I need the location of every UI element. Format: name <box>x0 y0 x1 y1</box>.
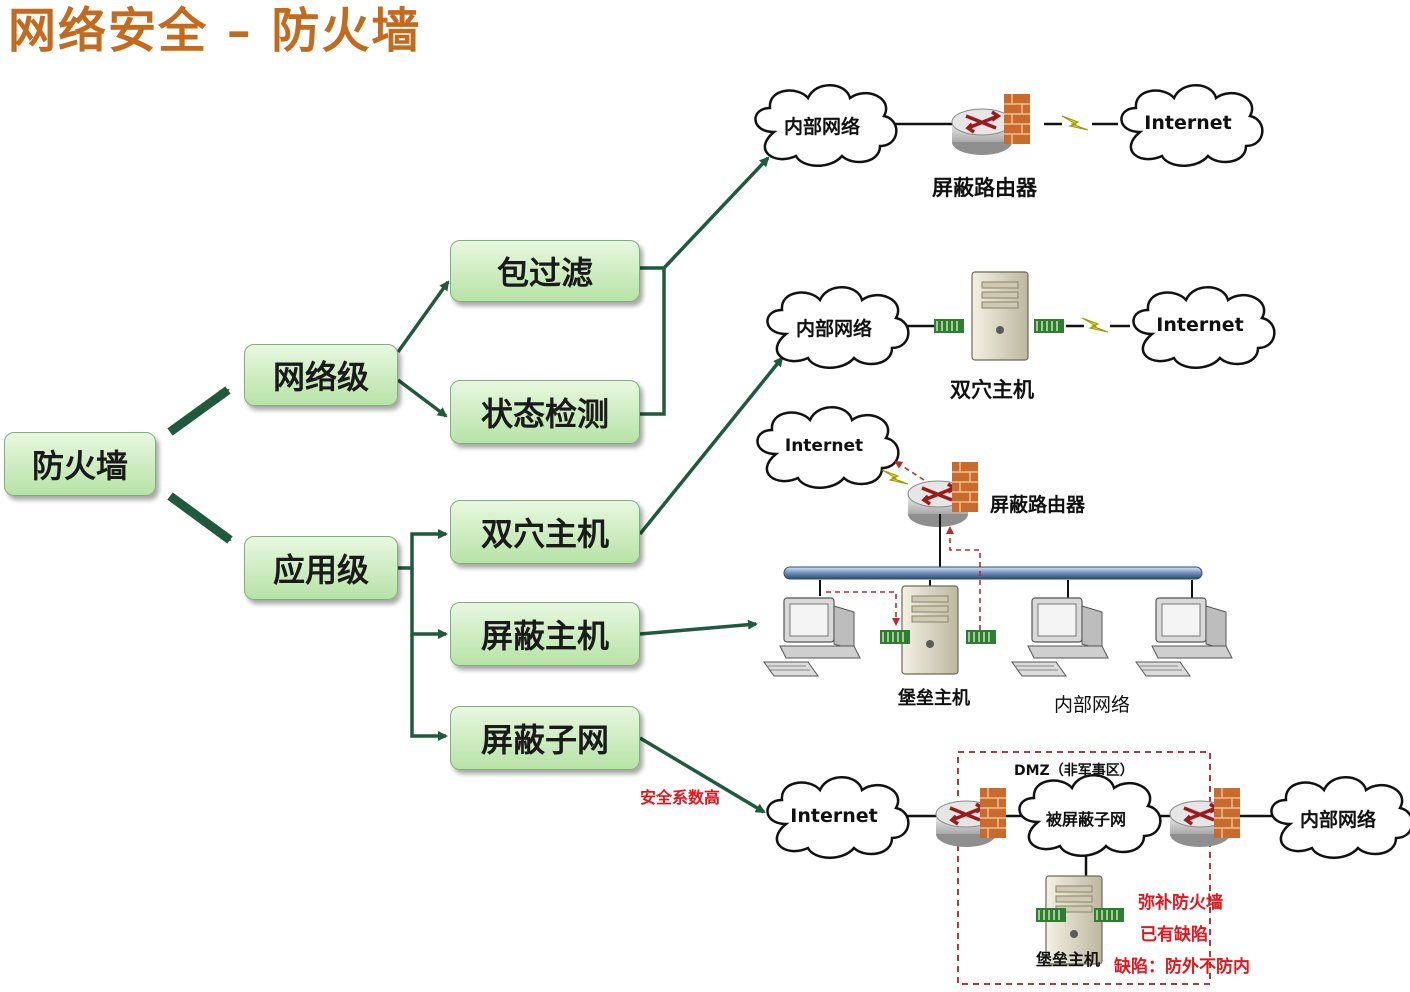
d4-internet-label: Internet <box>790 805 878 827</box>
d3-internet-label: Internet <box>784 436 864 456</box>
d3-screening-router-label: 屏蔽路由器 <box>990 494 1086 516</box>
node-network-level: 网络级 <box>244 344 398 406</box>
annotation-note-2: 已有缺陷 <box>1140 925 1208 945</box>
node-application-level: 应用级 <box>244 536 398 600</box>
d3-internal-network-label: 内部网络 <box>1054 694 1131 716</box>
d3-bastion-host-label: 堡垒主机 <box>898 688 970 709</box>
dmz-label: DMZ（非军事区） <box>1014 763 1134 779</box>
d4-bastion-host-label: 堡垒主机 <box>1036 950 1101 969</box>
d2-dual-homed-host-label: 双穴主机 <box>950 378 1034 402</box>
node-firewall: 防火墙 <box>4 432 156 496</box>
d2-internal-network-label: 内部网络 <box>795 318 872 340</box>
node-screened-host: 屏蔽主机 <box>450 602 640 666</box>
node-stateful-inspection: 状态检测 <box>450 380 640 444</box>
d1-screening-router-label: 屏蔽路由器 <box>932 176 1037 200</box>
annotation-note-1: 弥补防火墙 <box>1138 893 1223 913</box>
page-title: 网络安全 – 防火墙 <box>8 3 422 59</box>
d4-internal-network-label: 内部网络 <box>1299 809 1376 831</box>
node-packet-filter: 包过滤 <box>450 240 640 302</box>
d1-internet-label: Internet <box>1144 112 1232 134</box>
annotation-high-security: 安全系数高 <box>640 788 721 807</box>
d4-screened-subnet-label: 被屏蔽子网 <box>1045 810 1126 829</box>
annotation-note-3: 缺陷：防外不防内 <box>1114 957 1250 977</box>
node-screened-subnet: 屏蔽子网 <box>450 706 640 770</box>
node-dual-homed-host: 双穴主机 <box>450 500 640 564</box>
d2-internet-label: Internet <box>1156 314 1244 336</box>
d1-internal-network-label: 内部网络 <box>783 116 860 138</box>
